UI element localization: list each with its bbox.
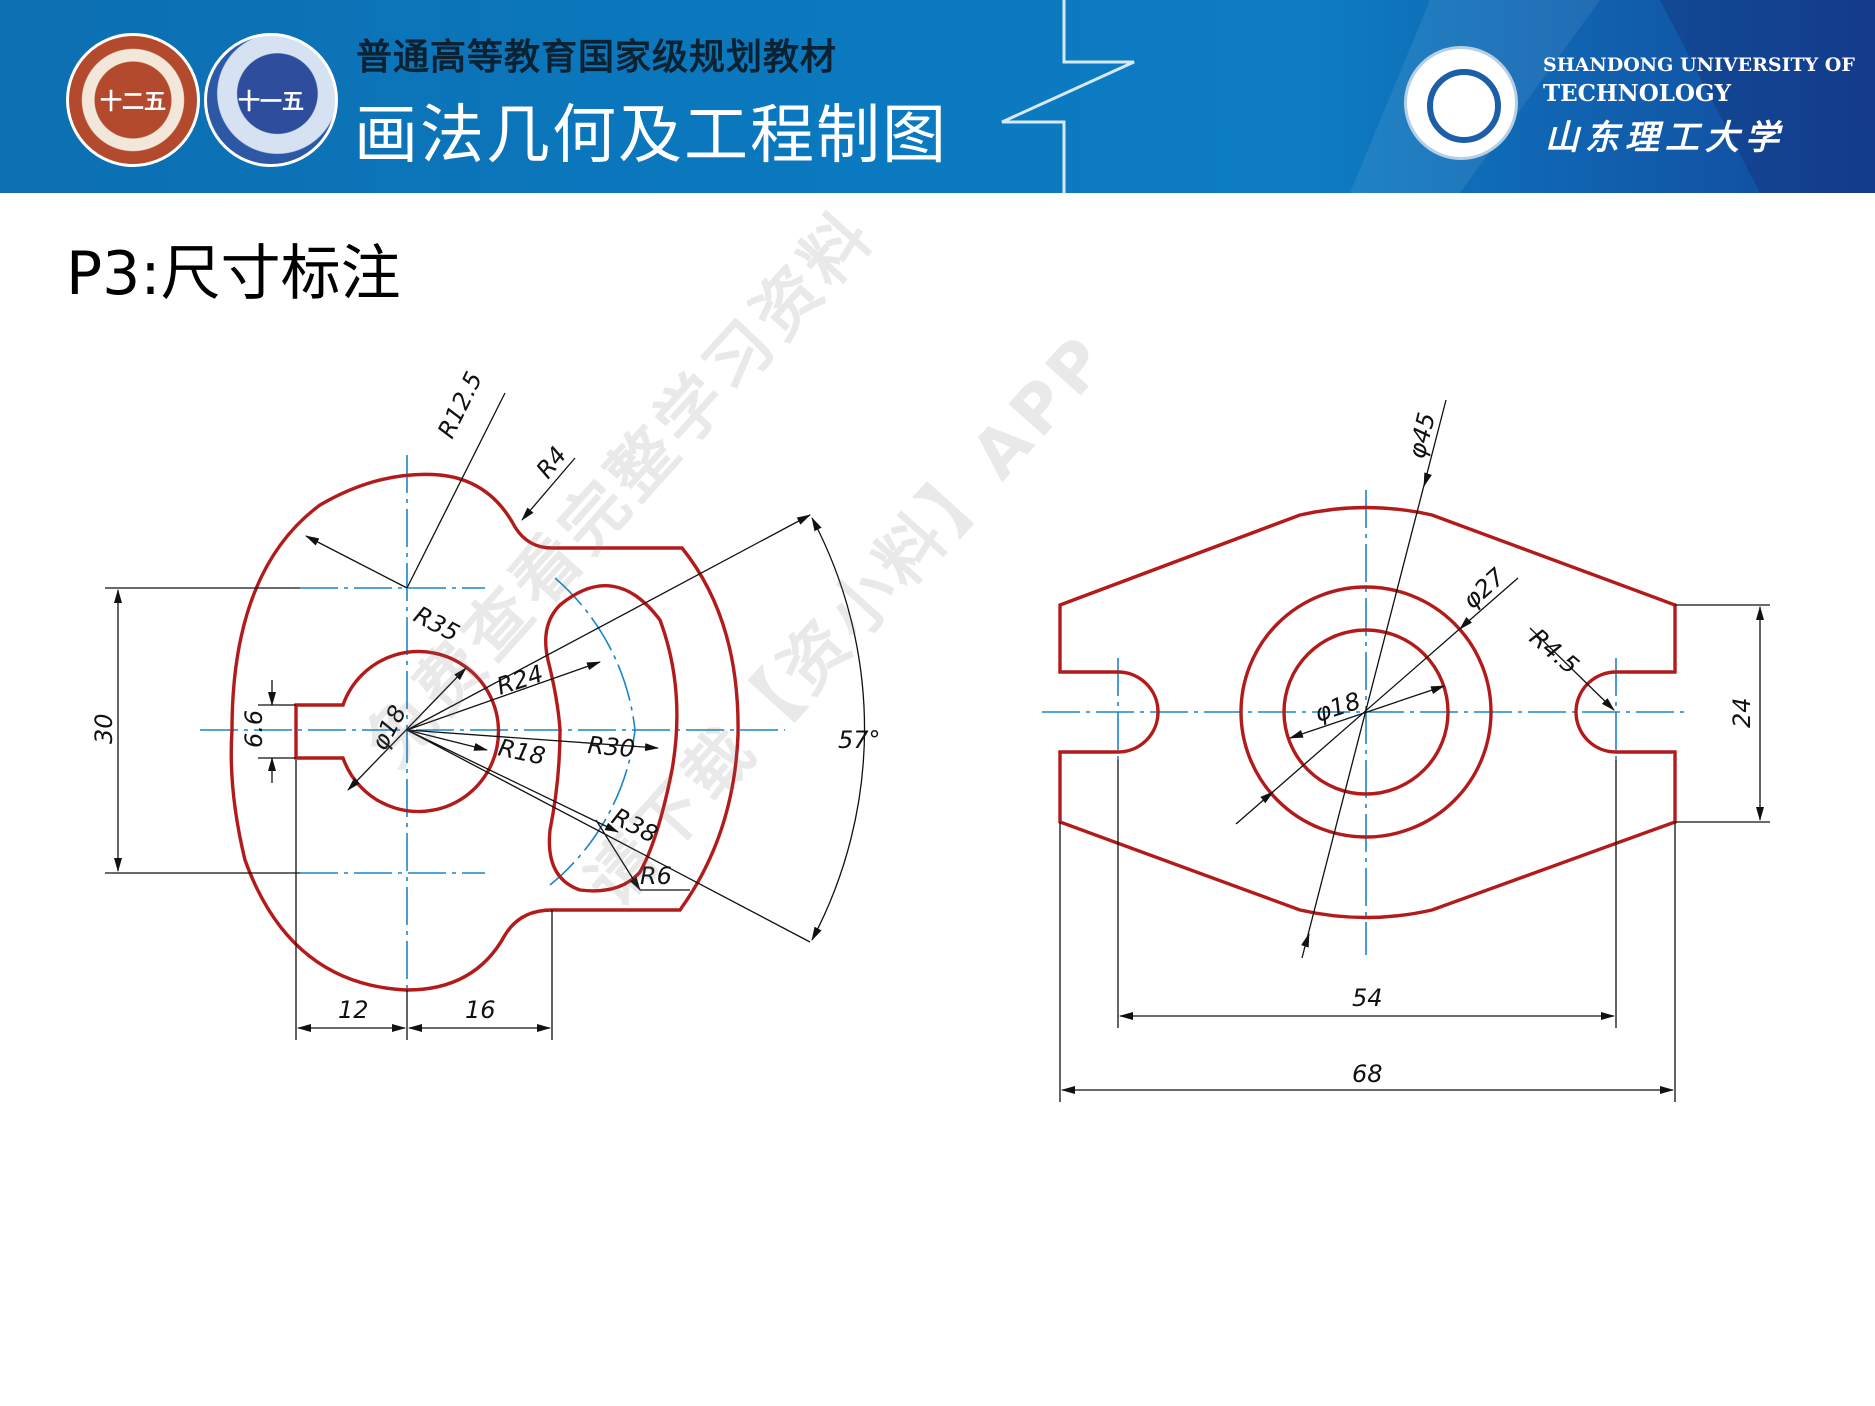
left-outline — [229, 472, 740, 992]
page-title: P3:尺寸标注 — [66, 239, 401, 309]
right-dimension-lines — [1059, 399, 1770, 1102]
dim-r6: R6 — [640, 862, 672, 890]
right-part: φ45 φ27 φ18 R4.5 24 54 68 — [1042, 399, 1770, 1102]
textbook-seal-12th-icon: 十二五 — [66, 33, 200, 167]
dim-12: 12 — [338, 996, 369, 1024]
dim-phi18-right: φ18 — [1311, 687, 1364, 728]
dim-24: 24 — [1728, 697, 1756, 728]
left-centerlines — [200, 455, 785, 990]
seal1-label: 十二五 — [99, 89, 166, 115]
dim-r30: R30 — [586, 731, 635, 763]
dim-r12-5: R12.5 — [432, 367, 488, 442]
dim-54: 54 — [1352, 984, 1383, 1012]
right-dimension-texts: φ45 φ27 φ18 R4.5 24 54 68 — [1311, 410, 1756, 1088]
dim-phi27: φ27 — [1457, 562, 1511, 614]
university-name-cn: 山东理工大学 — [1545, 118, 1785, 158]
dim-phi45: φ45 — [1403, 410, 1441, 462]
dim-6-6: 6.6 — [240, 710, 268, 748]
header-banner: 十二五 十一五 普通高等教育国家级规划教材 画法几何及工程制图 SHANDONG… — [0, 0, 1875, 193]
university-name-en-line2: TECHNOLOGY — [1543, 80, 1732, 107]
right-centerlines — [1042, 490, 1690, 955]
course-title: 画法几何及工程制图 — [354, 99, 948, 173]
dim-angle-57: 57° — [838, 726, 881, 754]
seal2-label: 十一五 — [237, 89, 304, 115]
university-name-en-line1: SHANDONG UNIVERSITY OF — [1543, 54, 1855, 76]
left-dimension-lines — [105, 392, 866, 1040]
textbook-seal-11th-icon: 十一五 — [204, 33, 338, 167]
university-logo-icon — [1404, 46, 1518, 160]
dim-68: 68 — [1352, 1060, 1383, 1088]
engineering-drawing: R12.5 R4 R35 R24 φ18 R18 R30 R38 R6 57° … — [90, 367, 1770, 1102]
header-subtitle: 普通高等教育国家级规划教材 — [356, 37, 838, 78]
dim-16: 16 — [465, 996, 496, 1024]
dim-30: 30 — [90, 713, 118, 744]
